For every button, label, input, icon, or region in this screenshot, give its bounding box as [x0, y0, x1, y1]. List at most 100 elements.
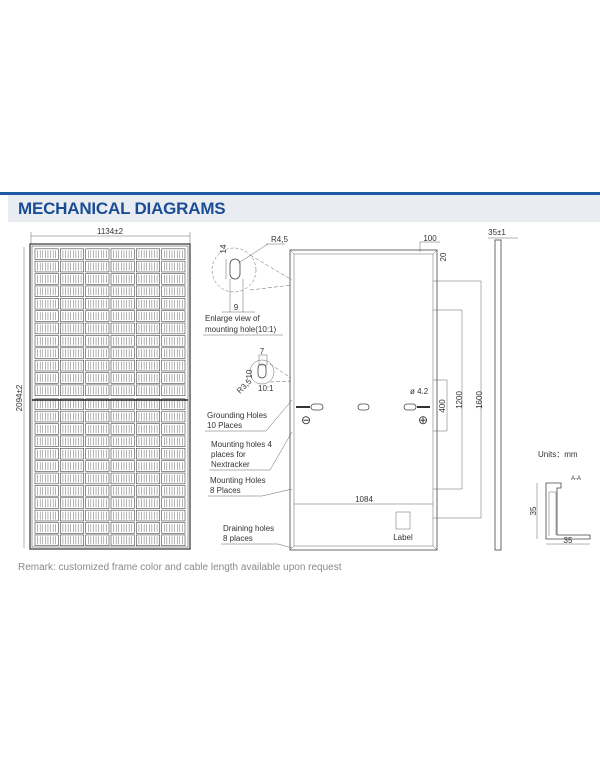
slot [403, 403, 417, 411]
solar-cell [161, 335, 186, 347]
solar-cell [161, 260, 186, 273]
annotation-nextracker-3: Nextracker [211, 460, 250, 469]
solar-cell [34, 273, 59, 285]
solar-cell [161, 460, 186, 472]
solar-cell [161, 509, 186, 522]
solar-cell [110, 285, 135, 297]
solar-cell [161, 522, 186, 534]
solar-cell [34, 297, 59, 310]
solar-cell [34, 534, 59, 546]
annotation-mounting-2: 8 Places [210, 486, 241, 495]
solar-cell [34, 335, 59, 347]
solar-cell [34, 347, 59, 359]
solar-cell [136, 260, 160, 273]
solar-cell [110, 335, 135, 347]
solar-cell [85, 347, 110, 359]
mounting-caption-2: mounting hole(10:1) [205, 325, 276, 334]
label-area: Label [393, 533, 413, 542]
solar-cell [60, 310, 84, 322]
solar-cell [161, 497, 186, 509]
solar-cell [85, 372, 110, 384]
slot [310, 403, 324, 411]
solar-cell [34, 509, 59, 522]
grounding-height: 10 [245, 369, 254, 378]
solar-cell [110, 322, 135, 335]
solar-cell [136, 435, 160, 447]
solar-cell [110, 347, 135, 359]
grounding-width: 7 [260, 347, 265, 356]
solar-cell [161, 347, 186, 359]
solar-cell [136, 359, 160, 372]
solar-cell [60, 447, 84, 460]
mounting-caption-1: Enlarge view of [205, 314, 260, 323]
solar-cell [136, 248, 160, 260]
solar-cell [85, 335, 110, 347]
solar-cell [34, 359, 59, 372]
solar-cell [161, 273, 186, 285]
solar-cell [161, 372, 186, 384]
solar-cell [34, 310, 59, 322]
solar-cell [85, 297, 110, 310]
solar-cell [34, 485, 59, 497]
solar-cell [85, 435, 110, 447]
minus-terminal-icon: ⊖ [301, 413, 311, 427]
solar-cell [60, 522, 84, 534]
solar-cell [60, 285, 84, 297]
grounding-hole-detail: 7 10 R3,5 10:1 [235, 347, 292, 395]
solar-cell [110, 260, 135, 273]
dim-1084: 1084 [355, 495, 373, 504]
solar-cell [136, 509, 160, 522]
solar-cell [34, 447, 59, 460]
solar-cell [161, 297, 186, 310]
solar-cell [34, 398, 59, 410]
units-label: Units：mm [538, 450, 578, 459]
solar-cell [161, 485, 186, 497]
mounting-radius: R4,5 [271, 235, 288, 244]
header-rule [0, 192, 600, 195]
slot [357, 403, 370, 411]
solar-cell [110, 534, 135, 546]
solar-cell [110, 273, 135, 285]
solar-cell [34, 435, 59, 447]
cell-grid [34, 248, 186, 546]
solar-cell [161, 248, 186, 260]
solar-cell [34, 322, 59, 335]
solar-cell [85, 534, 110, 546]
profile-height: 35 [529, 506, 538, 515]
mounting-width: 9 [234, 303, 239, 312]
front-width-dim: 1134±2 [97, 227, 124, 236]
solar-cell [136, 347, 160, 359]
solar-cell [161, 435, 186, 447]
dim-20: 20 [439, 252, 448, 261]
solar-cell [136, 335, 160, 347]
solar-cell [60, 297, 84, 310]
solar-cell [60, 410, 84, 423]
annotation-mounting-1: Mounting Holes [210, 476, 266, 485]
side-thickness: 35±1 [488, 228, 506, 237]
solar-cell [85, 322, 110, 335]
solar-cell [161, 384, 186, 396]
solar-cell [136, 372, 160, 384]
solar-cell [60, 372, 84, 384]
back-view: 1084 100 20 1600 1200 400 ø 4.2 ⊖ ⊕ Labe… [205, 234, 484, 551]
solar-cell [60, 248, 84, 260]
solar-cell [85, 285, 110, 297]
solar-cell [34, 410, 59, 423]
dim-1200: 1200 [455, 391, 464, 409]
solar-cell [85, 398, 110, 410]
side-view: 35±1 [488, 228, 518, 551]
solar-cell [110, 522, 135, 534]
solar-cell [85, 460, 110, 472]
solar-cell [34, 384, 59, 396]
annotation-grounding-2: 10 Places [207, 421, 242, 430]
annotation-draining-2: 8 places [223, 534, 253, 543]
solar-cell [136, 447, 160, 460]
solar-cell [136, 285, 160, 297]
solar-cell [85, 447, 110, 460]
solar-cell [136, 273, 160, 285]
solar-cell [110, 372, 135, 384]
solar-cell [34, 460, 59, 472]
plus-terminal-icon: ⊕ [418, 413, 428, 427]
solar-cell [110, 310, 135, 322]
